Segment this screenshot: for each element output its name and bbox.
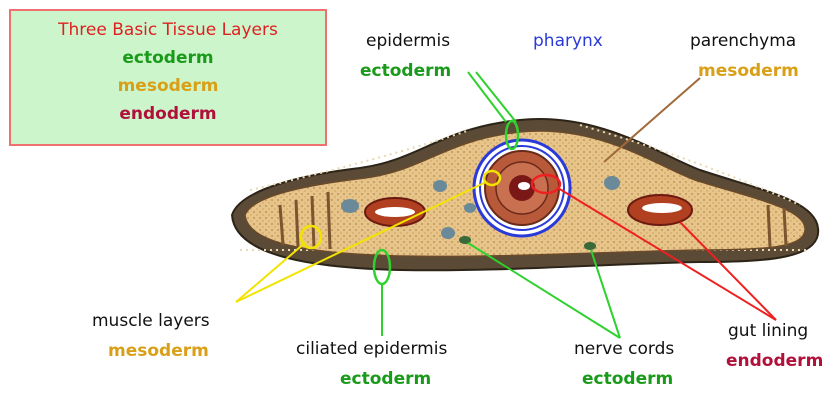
label-ciliated-epidermis-layer: ectoderm [340, 369, 431, 389]
label-nerve-cords-layer: ectoderm [582, 369, 673, 389]
label-epidermis-layer: ectoderm [360, 61, 451, 81]
label-ciliated-epidermis: ciliated epidermis [296, 339, 447, 359]
label-parenchyma: parenchyma [690, 31, 796, 51]
label-muscle-layers-layer: mesoderm [108, 341, 209, 361]
label-epidermis: epidermis [366, 31, 450, 51]
label-gut-lining-layer: endoderm [726, 351, 823, 371]
label-gut-lining: gut lining [728, 321, 808, 341]
label-muscle-layers: muscle layers [92, 311, 210, 331]
label-nerve-cords: nerve cords [574, 339, 674, 359]
label-parenchyma-layer: mesoderm [698, 61, 799, 81]
label-pharynx: pharynx [533, 31, 603, 51]
